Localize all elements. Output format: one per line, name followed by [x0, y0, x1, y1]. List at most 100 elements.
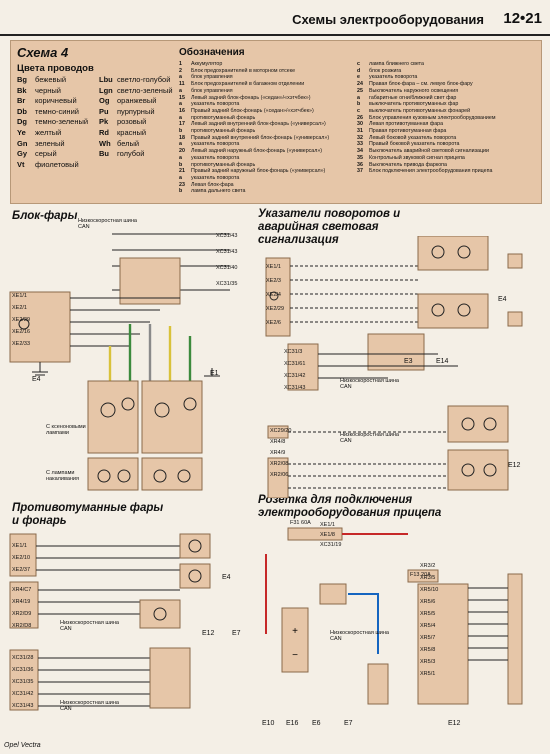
wire-code: Gn — [17, 138, 28, 148]
wire-name: темно-синий — [35, 106, 79, 116]
designation-text: Правый задний наружный блок-фонарь («уни… — [191, 168, 326, 175]
pin-label: XE1/8 — [320, 532, 335, 538]
designation-key: 32 — [357, 134, 363, 141]
can-label-fog-2: Низкоскоростная шина CAN — [60, 700, 119, 712]
designation-key: 11 — [179, 81, 185, 88]
designation-text: указатель поворота — [191, 101, 240, 108]
pin-label: XR4/8 — [270, 439, 286, 445]
designation-key: 1 — [179, 61, 182, 67]
pin-label: XR2/D8 — [12, 623, 32, 629]
ground-e7-trailer: E7 — [344, 720, 353, 727]
designation-key: a — [179, 154, 182, 161]
designation-key: d — [357, 67, 361, 74]
wire-code: Bk — [17, 85, 27, 95]
designation-text: указатель поворота — [369, 74, 418, 81]
pin-label: XC29/20 — [270, 428, 292, 434]
pin-label: XR4/19 — [12, 599, 31, 605]
can-label-turn-2: Низкоскоростная шина CAN — [340, 432, 399, 444]
designation-text: лампа дальнего света — [191, 188, 246, 195]
designation-text: Контрольный звуковой сигнал прицепа — [369, 154, 465, 161]
wire-code: Db — [17, 106, 27, 116]
wire-name-2: светло-голубой — [117, 75, 171, 84]
designation-key: a — [179, 101, 182, 108]
designation-text: Блок управления кузовным электрооборудов… — [369, 114, 496, 121]
designation-key: 36 — [357, 161, 363, 168]
page-header: Схемы электрооборудования 12•21 — [0, 0, 550, 36]
pin-label: XR4/C7 — [12, 587, 32, 593]
designation-text: Правый боковой указатель поворота — [369, 141, 460, 148]
pin-label: XR3/5 — [420, 575, 436, 581]
designation-item: a указатель поворота — [179, 101, 359, 108]
pin-label: XR5/6 — [420, 599, 436, 605]
wire-name: коричневый — [35, 96, 77, 106]
svg-text:−: − — [292, 650, 298, 661]
fuse-f31: F31 60A — [290, 520, 311, 526]
pin-label: XR5/7 — [420, 635, 436, 641]
wire-code-2: Bu — [99, 149, 109, 159]
pin-label: XC31/40 — [216, 265, 238, 271]
pin-label: XE2/10 — [12, 555, 31, 561]
pin-label: XR5/4 — [420, 623, 436, 629]
wire-code: Dg — [17, 117, 27, 127]
designation-key: 17 — [179, 121, 185, 128]
wire-name-2: голубой — [117, 149, 145, 159]
designation-key: b — [357, 101, 361, 108]
pin-label: XR5/8 — [420, 647, 436, 653]
wire-code: Vt — [17, 159, 25, 169]
designation-text: Левый задний внутренний блок-фонарь («ун… — [191, 121, 326, 128]
page-title: Схемы электрооборудования — [292, 12, 484, 27]
ground-e7-fog: E7 — [232, 630, 241, 637]
designation-key: a — [179, 114, 182, 121]
designation-text: Выключатель наружного освещения — [369, 87, 459, 94]
ground-e14: E14 — [436, 358, 449, 365]
designation-text: выключатель противотуманных фар — [369, 101, 459, 108]
pin-label: XE2/6 — [266, 320, 281, 326]
wire-name: черный — [35, 85, 61, 95]
designation-key: a — [357, 94, 360, 101]
footer-text: Opel Vectra — [4, 742, 41, 749]
pin-label: XR2/06 — [270, 472, 289, 478]
designation-key: 21 — [179, 168, 185, 175]
headlights-diagram — [9, 233, 230, 491]
pin-label: XC31/42 — [12, 691, 34, 697]
designation-text: Левая блок-фара — [191, 181, 234, 188]
designation-text: Левый боковой указатель поворота — [369, 134, 457, 141]
ground-e16: E16 — [286, 720, 299, 727]
pin-label: XE1/1 — [12, 543, 27, 549]
wire-name: темно-зеленый — [35, 117, 89, 127]
svg-text:+: + — [292, 626, 298, 637]
pin-label: XE2/29 — [266, 306, 285, 312]
ground-e12-turn: E12 — [508, 462, 521, 469]
wire-code-2: Wh — [99, 138, 111, 148]
designation-key: 31 — [357, 128, 363, 135]
designation-text: указатель поворота — [191, 141, 240, 148]
fog-lights-diagram — [9, 533, 211, 711]
pin-label: XE1/1 — [266, 264, 281, 270]
designation-item: 21 Правый задний наружный блок-фонарь («у… — [179, 168, 359, 175]
pin-label: XR5/10 — [420, 587, 439, 593]
designation-text: Правый задний блок-фонарь («седан»/«хэтч… — [191, 107, 314, 114]
wire-code-2: Og — [99, 96, 110, 106]
designation-key: b — [179, 128, 183, 135]
wire-code: Bg — [17, 75, 27, 84]
trailer-diagram: + − — [265, 527, 523, 705]
pin-label: XC31/43 — [284, 385, 306, 391]
pin-label: XE2/4 — [266, 292, 281, 298]
